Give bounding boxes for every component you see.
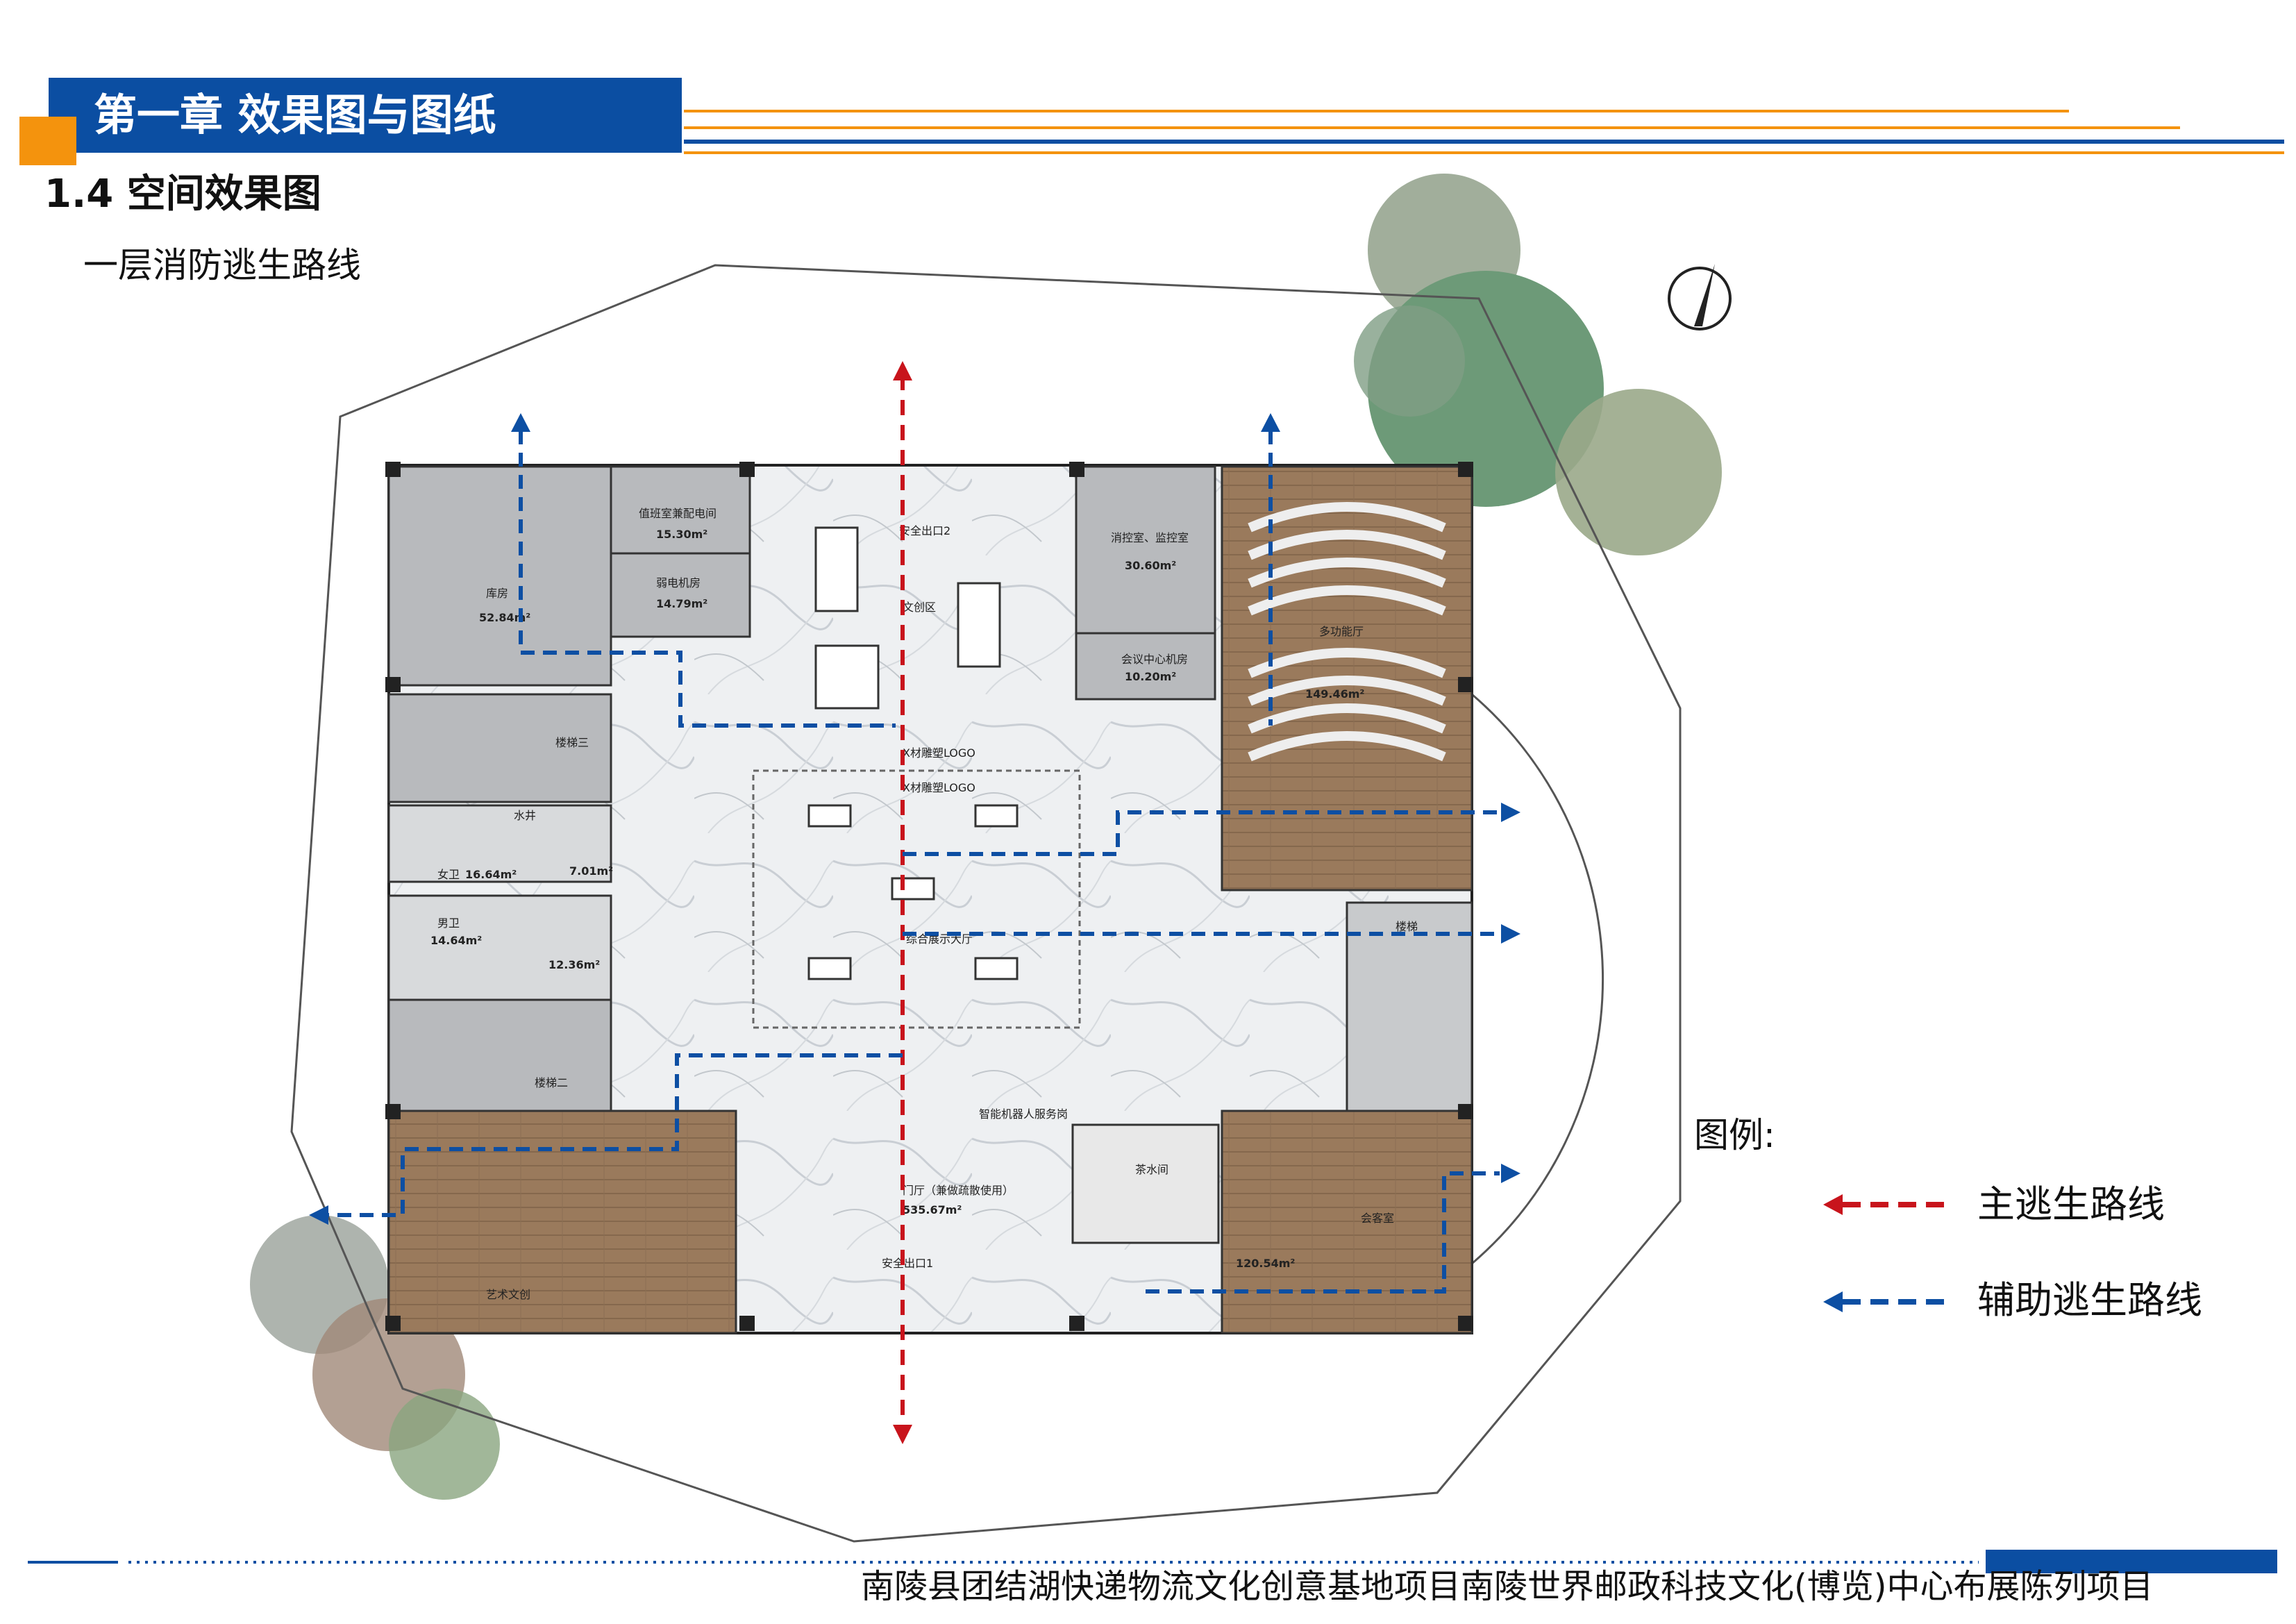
svg-text:弱电机房: 弱电机房 xyxy=(656,576,701,589)
chapter-title: 第一章 效果图与图纸 xyxy=(94,90,496,140)
room-control xyxy=(1075,465,1216,635)
svg-text:艺术文创: 艺术文创 xyxy=(486,1288,530,1301)
svg-text:安全出口1: 安全出口1 xyxy=(882,1257,933,1270)
svg-text:会客室: 会客室 xyxy=(1361,1212,1394,1225)
svg-text:水井: 水井 xyxy=(514,809,536,822)
restroom-female xyxy=(387,804,612,883)
aux-escape-routes xyxy=(326,430,1500,1294)
room-conference-server xyxy=(1075,632,1216,701)
restroom-male xyxy=(387,894,612,1001)
north-arrow-icon xyxy=(1668,264,1732,330)
tea-room xyxy=(1071,1123,1220,1244)
svg-text:30.60m²: 30.60m² xyxy=(1125,559,1176,572)
footer-project-title: 南陵县团结湖快递物流文化创意基地项目南陵世界邮政科技文化(博览)中心布展陈列项目 xyxy=(861,1567,2154,1606)
orange-accent-block xyxy=(19,117,76,165)
svg-text:10.20m²: 10.20m² xyxy=(1125,670,1176,683)
legend-aux-route-label: 辅助逃生路线 xyxy=(1977,1278,2202,1322)
chapter-banner xyxy=(49,78,682,153)
svg-text:楼梯三: 楼梯三 xyxy=(555,736,589,749)
svg-text:7.01m²: 7.01m² xyxy=(569,864,613,878)
svg-text:门厅（兼做疏散使用）: 门厅（兼做疏散使用） xyxy=(903,1184,1014,1197)
floor-plan-subtitle: 一层消防逃生路线 xyxy=(83,245,361,285)
svg-text:14.64m²: 14.64m² xyxy=(430,934,482,947)
svg-text:值班室兼配电间: 值班室兼配电间 xyxy=(639,507,717,520)
tree-bottom-left xyxy=(250,1215,500,1500)
legend-main-route-label: 主逃生路线 xyxy=(1977,1182,2165,1226)
svg-text:多功能厅: 多功能厅 xyxy=(1319,625,1364,638)
svg-text:安全出口2: 安全出口2 xyxy=(899,524,950,537)
stair-three xyxy=(387,693,612,803)
main-escape-route xyxy=(893,361,912,1444)
legend-main-route-swatch xyxy=(1823,1194,1944,1215)
footer-rule xyxy=(28,1550,2277,1573)
svg-text:149.46m²: 149.46m² xyxy=(1305,687,1364,701)
svg-text:女卫: 女卫 xyxy=(437,868,460,881)
svg-text:智能机器人服务岗: 智能机器人服务岗 xyxy=(979,1107,1068,1121)
svg-text:535.67m²: 535.67m² xyxy=(903,1203,962,1216)
tree-top-right xyxy=(1354,174,1722,555)
stair-right xyxy=(1346,901,1473,1112)
stair-two xyxy=(387,998,612,1112)
svg-text:X材雕塑LOGO: X材雕塑LOGO xyxy=(903,781,975,794)
svg-text:茶水间: 茶水间 xyxy=(1135,1163,1168,1176)
svg-text:会议中心机房: 会议中心机房 xyxy=(1121,653,1188,666)
room-weak-current xyxy=(610,552,751,638)
creative-area xyxy=(387,1110,737,1334)
svg-text:120.54m²: 120.54m² xyxy=(1236,1257,1295,1270)
svg-text:12.36m²: 12.36m² xyxy=(548,958,600,971)
svg-text:16.64m²: 16.64m² xyxy=(465,868,517,881)
svg-text:15.30m²: 15.30m² xyxy=(656,528,707,541)
room-storage xyxy=(387,465,612,687)
svg-text:14.79m²: 14.79m² xyxy=(656,597,707,610)
svg-text:男卫: 男卫 xyxy=(437,916,460,930)
reception-room xyxy=(1221,1110,1473,1334)
svg-text:楼梯二: 楼梯二 xyxy=(535,1076,568,1089)
label-storage: 库房 xyxy=(486,587,508,600)
svg-text:X材雕塑LOGO: X材雕塑LOGO xyxy=(903,746,975,760)
legend-title: 图例: xyxy=(1694,1115,1775,1155)
legend-aux-route-swatch xyxy=(1823,1291,1944,1312)
svg-text:文创区: 文创区 xyxy=(903,601,936,614)
svg-text:52.84m²: 52.84m² xyxy=(479,611,530,624)
section-title: 1.4 空间效果图 xyxy=(44,171,321,217)
svg-text:楼梯: 楼梯 xyxy=(1396,920,1418,933)
svg-text:消控室、监控室: 消控室、监控室 xyxy=(1111,531,1189,544)
